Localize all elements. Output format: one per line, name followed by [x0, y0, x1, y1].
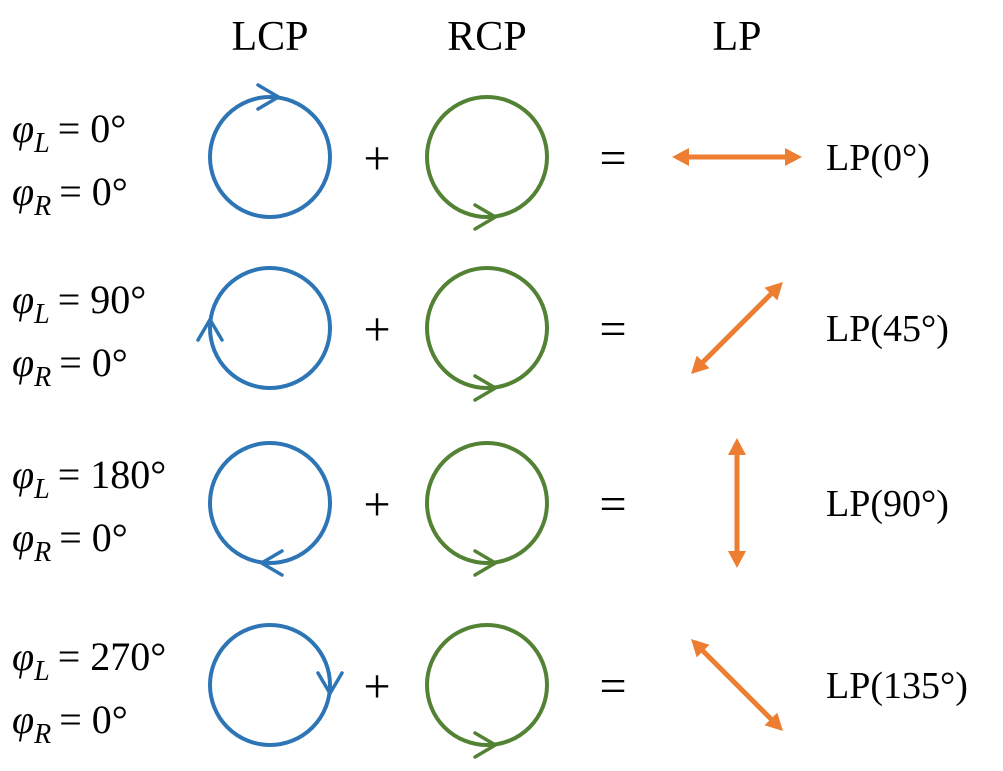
- rcp-circle: [425, 95, 549, 219]
- equals-sign: =: [599, 132, 626, 185]
- lp-arrowhead-icon: [785, 148, 802, 166]
- equals-sign: =: [599, 660, 626, 713]
- rcp-arrow-icon: [473, 731, 498, 759]
- phi-r-label: φR= 0°: [12, 340, 128, 393]
- lp-arrowhead-icon: [764, 712, 783, 731]
- lcp-arrow-icon: [256, 83, 281, 111]
- lp-arrowhead-icon: [728, 438, 746, 455]
- lp-arrowhead-icon: [764, 282, 783, 301]
- lp-label: LP(135°): [826, 665, 968, 707]
- lcp-circle: [208, 95, 332, 219]
- phi-r-label: φR= 0°: [12, 697, 128, 750]
- lp-arrowhead-icon: [691, 355, 710, 374]
- phi-l-label: φL= 0°: [12, 106, 126, 159]
- header-rcp: RCP: [447, 14, 526, 60]
- plus-sign: +: [363, 132, 390, 185]
- lcp-arrow-icon: [316, 671, 344, 696]
- rows: φL= 0° φR= 0° + = LP(0°) φL= 90° φR= 0° + = LP(45…: [12, 83, 968, 759]
- rcp-circle: [425, 266, 549, 390]
- lp-label: LP(90°): [826, 483, 949, 525]
- lcp-circle: [208, 266, 332, 390]
- row-3: φL= 270° φR= 0° + = LP(135°): [12, 623, 968, 759]
- rcp-arrow-icon: [473, 203, 498, 231]
- phi-l-label: φL= 90°: [12, 277, 146, 330]
- lcp-arrow-icon: [196, 317, 224, 342]
- lp-arrow-shaft: [698, 646, 776, 724]
- lcp-circle: [208, 441, 332, 565]
- rcp-circle: [425, 623, 549, 747]
- plus-sign: +: [363, 660, 390, 713]
- lcp-arrow-icon: [259, 549, 284, 577]
- row-2: φL= 180° φR= 0° + = LP(90°): [12, 438, 949, 577]
- plus-sign: +: [363, 478, 390, 531]
- header-lp: LP: [712, 14, 761, 60]
- row-0: φL= 0° φR= 0° + = LP(0°): [12, 83, 930, 231]
- plus-sign: +: [363, 303, 390, 356]
- lp-arrowhead-icon: [728, 551, 746, 568]
- equals-sign: =: [599, 303, 626, 356]
- lp-arrowhead-icon: [672, 148, 689, 166]
- lp-label: LP(45°): [826, 308, 949, 350]
- phi-l-label: φL= 180°: [12, 452, 166, 505]
- phi-l-label: φL= 270°: [12, 634, 166, 687]
- lp-arrow-shaft: [698, 289, 776, 367]
- lp-label: LP(0°): [826, 137, 930, 179]
- lcp-circle: [208, 623, 332, 747]
- header-lcp: LCP: [231, 14, 308, 60]
- phi-r-label: φR= 0°: [12, 515, 128, 568]
- equals-sign: =: [599, 478, 626, 531]
- lp-arrowhead-icon: [691, 639, 710, 658]
- rcp-arrow-icon: [473, 374, 498, 402]
- rcp-arrow-icon: [473, 549, 498, 577]
- row-1: φL= 90° φR= 0° + = LP(45°): [12, 266, 949, 402]
- phi-r-label: φR= 0°: [12, 169, 128, 222]
- rcp-circle: [425, 441, 549, 565]
